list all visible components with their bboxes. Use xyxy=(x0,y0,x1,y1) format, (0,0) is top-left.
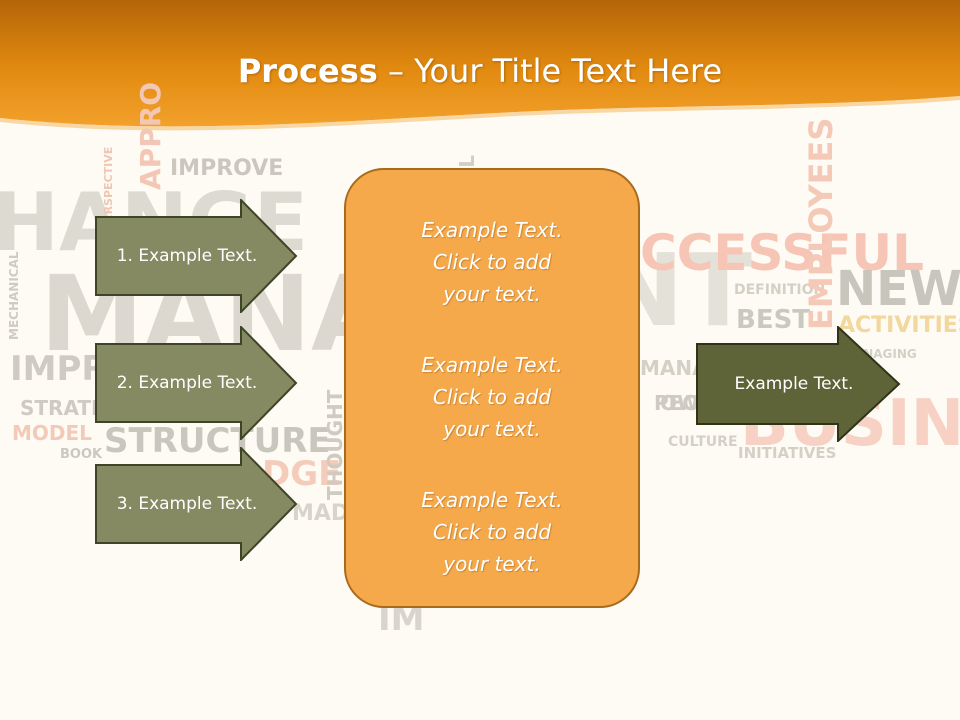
paragraph-line: Click to add xyxy=(432,385,552,409)
svg-text:IMPROVE: IMPROVE xyxy=(170,156,283,181)
center-paragraph: Example Text. Click to add your text. xyxy=(346,214,638,310)
title-rest: – Your Title Text Here xyxy=(377,52,723,90)
arrow-shape-icon xyxy=(95,199,298,313)
svg-text:APPRO: APPRO xyxy=(134,82,167,190)
paragraph-line: Example Text. xyxy=(421,488,563,512)
title-bold: Process xyxy=(237,52,378,90)
center-text-box[interactable]: Example Text. Click to add your text. Ex… xyxy=(344,168,640,608)
svg-text:THOUGHT: THOUGHT xyxy=(323,389,347,500)
process-arrow-label: 3. Example Text. xyxy=(116,494,258,514)
process-arrow-1[interactable]: 1. Example Text. xyxy=(95,199,305,313)
svg-text:ACTIVITIES: ACTIVITIES xyxy=(838,313,960,338)
paragraph-line: your text. xyxy=(443,552,541,576)
svg-text:CULTURE: CULTURE xyxy=(668,434,738,450)
header-band xyxy=(0,0,960,127)
svg-text:IMPR: IMPR xyxy=(10,349,108,389)
svg-text:INITIATIVES: INITIATIVES xyxy=(738,444,836,462)
svg-text:EMPLOYEES: EMPLOYEES xyxy=(802,118,840,330)
slide-title: Process – Your Title Text Here xyxy=(0,52,960,90)
process-arrow-2[interactable]: 2. Example Text. xyxy=(95,326,305,440)
svg-text:CCESSFUL: CCESSFUL xyxy=(640,224,924,282)
paragraph-line: Example Text. xyxy=(421,353,563,377)
result-arrow-label: Example Text. xyxy=(734,374,854,394)
svg-text:MECHANICAL: MECHANICAL xyxy=(7,251,21,340)
svg-text:NEW: NEW xyxy=(836,261,960,317)
paragraph-line: your text. xyxy=(443,282,541,306)
process-arrow-label: 1. Example Text. xyxy=(116,246,258,266)
process-arrow-3[interactable]: 3. Example Text. xyxy=(95,447,305,561)
paragraph-line: your text. xyxy=(443,417,541,441)
svg-text:STRUCTURE: STRUCTURE xyxy=(104,421,331,461)
svg-text:MODEL: MODEL xyxy=(12,421,92,445)
center-paragraph: Example Text. Click to add your text. xyxy=(346,484,638,580)
arrow-shape-icon xyxy=(696,326,901,442)
svg-text:PERSPECTIVE: PERSPECTIVE xyxy=(102,147,115,230)
process-arrow-label: 2. Example Text. xyxy=(116,373,258,393)
header-highlight xyxy=(0,96,960,131)
word-cloud-vertical: APPRO EMPLOYEES THOUGHT MECHANICAL PERSP… xyxy=(7,82,840,500)
svg-text:DEFINITION: DEFINITION xyxy=(734,282,825,298)
center-paragraph: Example Text. Click to add your text. xyxy=(346,349,638,445)
paragraph-line: Click to add xyxy=(432,520,552,544)
svg-text:BEST: BEST xyxy=(736,305,810,335)
svg-text:BOOK: BOOK xyxy=(60,447,103,462)
arrow-shape-icon xyxy=(95,447,298,561)
paragraph-line: Example Text. xyxy=(421,218,563,242)
result-arrow[interactable]: Example Text. xyxy=(696,326,902,442)
paragraph-line: Click to add xyxy=(432,250,552,274)
arrow-shape-icon xyxy=(95,326,298,440)
